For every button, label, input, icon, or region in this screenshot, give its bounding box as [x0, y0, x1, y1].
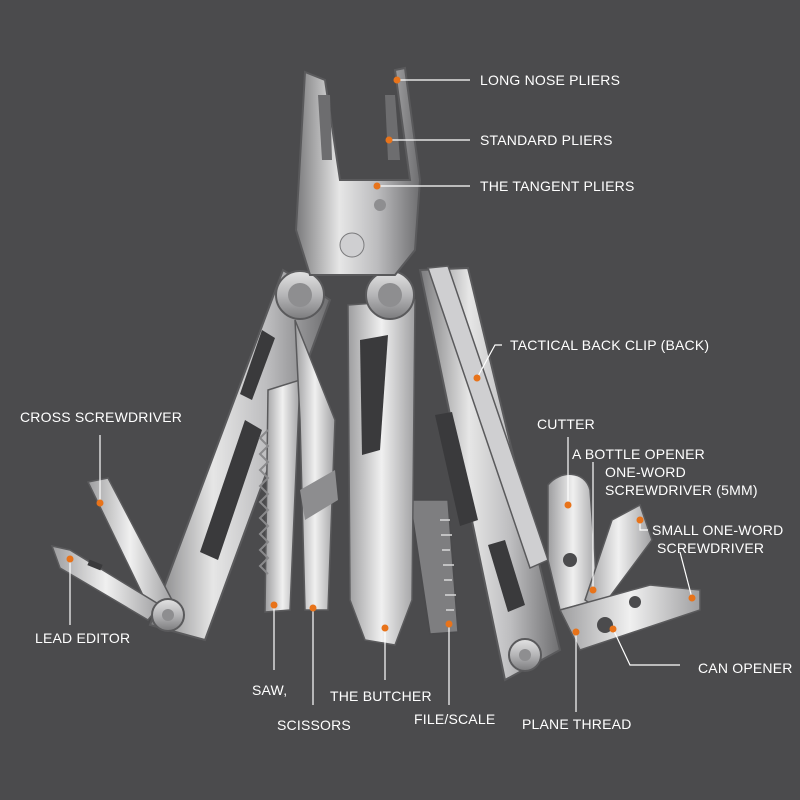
end-bolt-right — [508, 638, 542, 672]
pivot-bolt-right — [365, 270, 415, 320]
label-tactical-back-clip: TACTICAL BACK CLIP (BACK) — [510, 337, 710, 353]
label-file-scale: FILE/SCALE — [414, 711, 496, 727]
can-opener-tool — [558, 584, 701, 651]
screwdriver-5mm — [584, 503, 653, 612]
pliers-head — [294, 66, 422, 276]
label-small-screwdriver-1: SMALL ONE-WORD — [652, 522, 784, 538]
label-one-word-screwdriver-2: SCREWDRIVER (5MM) — [605, 482, 758, 498]
label-saw: SAW, — [252, 682, 288, 698]
scissors-tool — [294, 319, 338, 611]
label-one-word-screwdriver-1: ONE-WORD — [605, 464, 686, 480]
label-small-screwdriver-2: SCREWDRIVER — [657, 540, 765, 556]
label-can-opener: CAN OPENER — [698, 660, 793, 676]
right-handle — [418, 266, 562, 682]
label-cross-screwdriver: CROSS SCREWDRIVER — [20, 409, 183, 425]
label-lead-editor: LEAD EDITOR — [35, 630, 131, 646]
label-plane-thread: PLANE THREAD — [522, 716, 632, 732]
pivot-bolt-left — [275, 270, 325, 320]
label-butcher: THE BUTCHER — [330, 688, 432, 704]
label-standard-pliers: STANDARD PLIERS — [480, 132, 613, 148]
label-long-nose-pliers: LONG NOSE PLIERS — [480, 72, 621, 88]
knife-blade — [347, 299, 416, 646]
label-scissors: SCISSORS — [277, 717, 351, 733]
saw-tool — [258, 378, 301, 613]
leader-lines — [69, 79, 693, 712]
end-bolt-left — [151, 598, 185, 632]
label-bottle-opener: A BOTTLE OPENER — [572, 446, 705, 462]
callout-dots — [66, 76, 696, 636]
file-scale-tool — [409, 499, 459, 635]
label-tangent-pliers: THE TANGENT PLIERS — [480, 178, 635, 194]
label-cutter: CUTTER — [537, 416, 595, 432]
